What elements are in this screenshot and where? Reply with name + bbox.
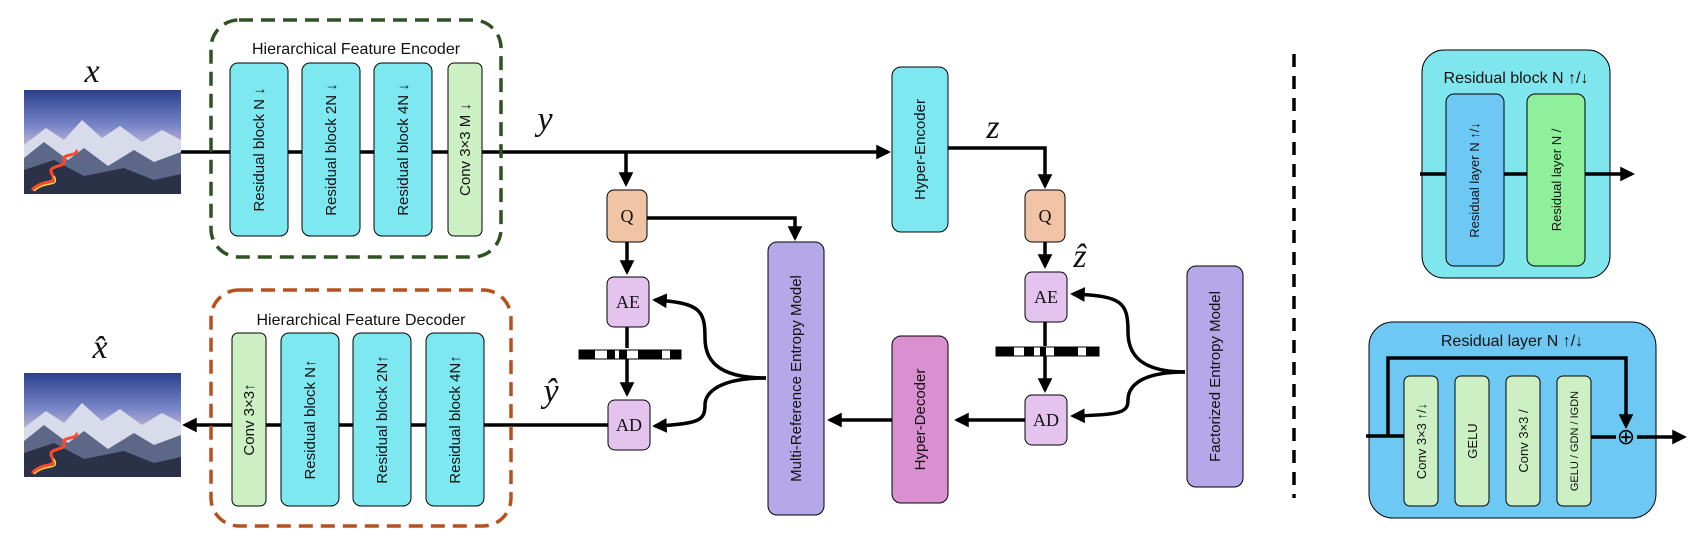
encoder-block-3: Residual block 4N ↓ bbox=[373, 62, 433, 237]
hyper-decoder-box: Hyper-Decoder bbox=[891, 335, 949, 504]
entropy-to-ad-arrow bbox=[652, 376, 767, 433]
encoder-title: Hierarchical Feature Encoder bbox=[252, 41, 461, 58]
residual-block-layer-1: Residual layer N ↑/↓ bbox=[1445, 93, 1505, 267]
encoder-block-2-label: Residual block 2N ↓ bbox=[323, 83, 340, 216]
residual-layer-activation-label: GELU / GDN / IGDN bbox=[1569, 391, 1581, 491]
encoder-group bbox=[209, 18, 503, 259]
residual-layer-conv-1-label: Conv 3×3 ↑/↓ bbox=[1414, 403, 1429, 479]
decoder-block-3-label: Residual block 2N↑ bbox=[374, 355, 391, 483]
decoder-block-4: Residual block 4N↑ bbox=[425, 332, 485, 507]
symbol-z: z bbox=[985, 109, 999, 146]
residual-layer-gelu: GELU bbox=[1454, 375, 1490, 507]
residual-layer-gelu-label: GELU bbox=[1465, 423, 1480, 458]
ae-right-label: AE bbox=[1034, 287, 1058, 307]
hyper-decoder-label: Hyper-Decoder bbox=[912, 369, 929, 471]
residual-layer-conv-2-label: Conv 3×3 / bbox=[1516, 409, 1531, 473]
residual-block-detail: Residual block N ↑/↓ Residual layer N ↑/… bbox=[1420, 49, 1635, 279]
decoder-block-1-label: Conv 3×3↑ bbox=[241, 383, 258, 455]
factorized-to-ad-arrow bbox=[1070, 370, 1186, 424]
residual-block-layer-2-label: Residual layer N / bbox=[1549, 128, 1564, 231]
encoder-block-1-label: Residual block N ↓ bbox=[251, 87, 268, 211]
factorized-to-ae-arrow bbox=[1070, 287, 1186, 374]
ae-box-left: AE bbox=[606, 276, 650, 328]
bitstream-right bbox=[995, 346, 1100, 357]
residual-block-layer-1-label: Residual layer N ↑/↓ bbox=[1467, 122, 1482, 238]
q-left-label: Q bbox=[621, 206, 634, 226]
ae-left-label: AE bbox=[616, 292, 640, 312]
encoder-block-3-label: Residual block 4N ↓ bbox=[395, 83, 412, 216]
decoder-title: Hierarchical Feature Decoder bbox=[257, 312, 467, 329]
bitstream-left bbox=[578, 349, 682, 360]
ad-box-left: AD bbox=[607, 399, 651, 451]
decoder-block-3: Residual block 2N↑ bbox=[352, 332, 412, 507]
z-arrow bbox=[948, 146, 1053, 189]
decoder-block-2: Residual block N↑ bbox=[280, 332, 340, 507]
symbol-z-hat: ẑ bbox=[1072, 238, 1087, 275]
encoder-block-1: Residual block N ↓ bbox=[229, 62, 289, 237]
ad-left-label: AD bbox=[616, 415, 642, 435]
residual-block-detail-title: Residual block N ↑/↓ bbox=[1444, 70, 1589, 87]
encoder-block-4-label: Conv 3×3 M ↓ bbox=[457, 103, 474, 196]
symbol-x-hat: x̂ bbox=[91, 329, 107, 366]
decoder-block-1: Conv 3×3↑ bbox=[231, 332, 267, 507]
decoder-group bbox=[209, 288, 513, 528]
entropy-to-ae-arrow bbox=[652, 293, 767, 380]
residual-layer-conv-2: Conv 3×3 / bbox=[1505, 375, 1541, 507]
factorized-entropy-box: Factorized Entropy Model bbox=[1186, 265, 1244, 488]
decoder-block-2-label: Residual block N↑ bbox=[302, 359, 319, 479]
hyper-encoder-box: Hyper-Encoder bbox=[891, 66, 949, 233]
symbol-x: x bbox=[83, 53, 99, 90]
q-to-entropy-arrow bbox=[647, 216, 803, 241]
ad-right-label: AD bbox=[1033, 410, 1059, 430]
residual-block-layer-2: Residual layer N / bbox=[1526, 93, 1586, 267]
residual-layer-skip-arrow bbox=[1386, 356, 1634, 436]
decoder-block-4-label: Residual block 4N↑ bbox=[447, 355, 464, 483]
encoder-block-4: Conv 3×3 M ↓ bbox=[447, 62, 483, 237]
encoder-block-2: Residual block 2N ↓ bbox=[301, 62, 361, 237]
ad-box-right: AD bbox=[1024, 394, 1068, 446]
q-right-label: Q bbox=[1039, 206, 1052, 226]
residual-layer-activation: GELU / GDN / IGDN bbox=[1556, 375, 1592, 507]
reconstructed-image bbox=[22, 371, 183, 479]
residual-layer-detail: Residual layer N ↑/↓ Conv 3×3 ↑/↓ GELU C… bbox=[1366, 321, 1687, 519]
multi-reference-entropy-box: Multi-Reference Entropy Model bbox=[767, 241, 825, 516]
ae-box-right: AE bbox=[1024, 271, 1068, 323]
multi-reference-entropy-label: Multi-Reference Entropy Model bbox=[788, 275, 805, 482]
symbol-y: y bbox=[534, 101, 553, 138]
factorized-entropy-label: Factorized Entropy Model bbox=[1207, 291, 1224, 462]
symbol-y-hat: ŷ bbox=[540, 373, 559, 410]
hyper-encoder-label: Hyper-Encoder bbox=[912, 99, 929, 200]
residual-layer-detail-title: Residual layer N ↑/↓ bbox=[1441, 333, 1583, 350]
q-box-left: Q bbox=[606, 189, 648, 243]
input-image bbox=[22, 88, 183, 196]
q-box-right: Q bbox=[1024, 189, 1066, 243]
sum-symbol: ⊕ bbox=[1617, 425, 1635, 450]
residual-layer-conv-1: Conv 3×3 ↑/↓ bbox=[1403, 375, 1439, 507]
